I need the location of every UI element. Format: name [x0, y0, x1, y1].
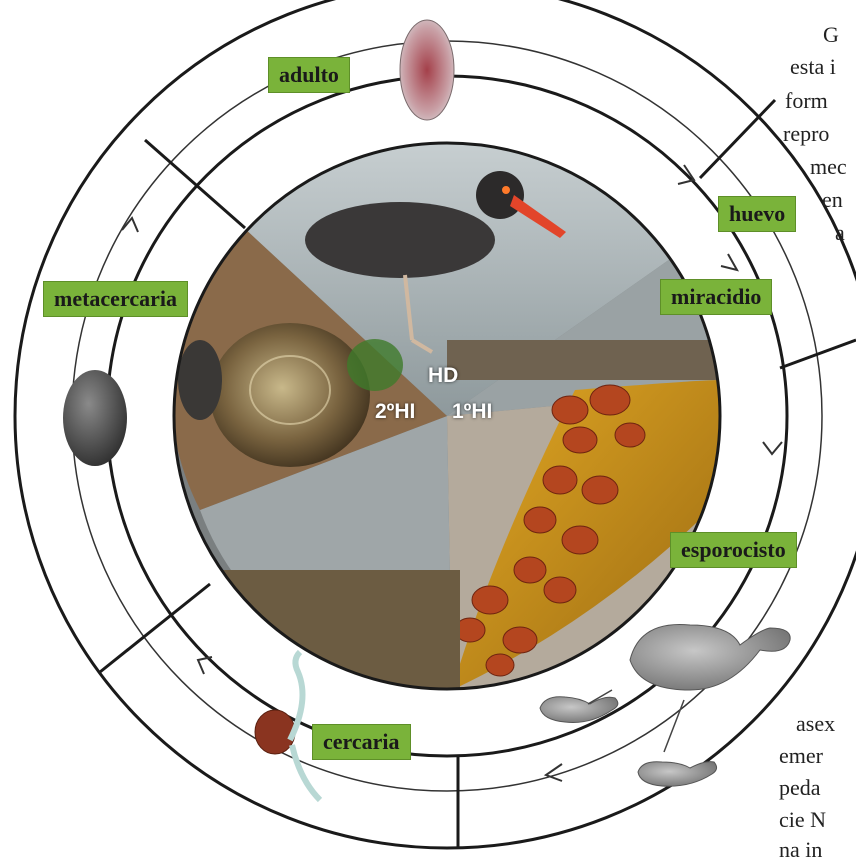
side-text-line-6: en	[822, 183, 843, 216]
side-text-bottom-1: asex	[796, 707, 835, 740]
label-esporocisto: esporocisto	[670, 532, 797, 568]
side-text-bottom-2: emer	[779, 739, 823, 772]
side-text-bottom-5: na in	[779, 833, 822, 866]
label-huevo: huevo	[718, 196, 796, 232]
side-text-line-3: form	[785, 84, 828, 117]
label-metacercaria: metacercaria	[43, 281, 188, 317]
side-text-bottom-3: peda	[779, 771, 821, 804]
label-miracidio: miracidio	[660, 279, 772, 315]
oystercatcher-body	[305, 202, 495, 278]
sporocyst-small-2	[638, 762, 717, 787]
oystercatcher-head	[476, 171, 524, 219]
host-label-first-intermediate: 1ºHI	[452, 400, 492, 424]
metacercaria-cyst-illustration	[63, 370, 127, 466]
side-text-line-4: repro	[783, 117, 829, 150]
side-text-line-7: a	[835, 216, 845, 249]
oystercatcher-eye	[502, 186, 510, 194]
limpet-shell	[210, 323, 370, 467]
label-cercaria: cercaria	[312, 724, 411, 760]
host-label-hd: HD	[428, 364, 458, 388]
adult-fluke-illustration	[400, 20, 454, 120]
side-text-line-5: mec	[810, 150, 847, 183]
host-label-second-intermediate: 2ºHI	[375, 400, 415, 424]
side-text-line-2: esta i	[790, 50, 836, 83]
side-text-line-1: G	[823, 18, 839, 51]
side-text-bottom-4: cie N	[779, 803, 826, 836]
label-adulto: adulto	[268, 57, 350, 93]
